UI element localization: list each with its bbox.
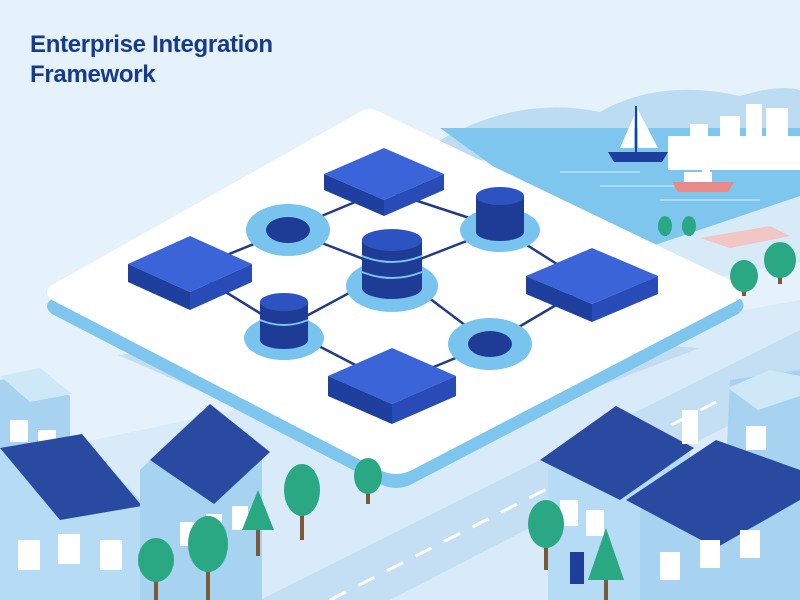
- title-line-1: Enterprise Integration: [30, 31, 273, 58]
- tree: [658, 216, 672, 236]
- tree: [588, 528, 624, 600]
- sailboat: [608, 106, 668, 162]
- tree: [764, 242, 796, 284]
- page-title: Enterprise Integration Framework: [30, 30, 273, 90]
- tree: [354, 458, 382, 504]
- tree: [284, 464, 320, 540]
- database-node-left: [244, 293, 324, 360]
- ring-node-1: [246, 204, 330, 256]
- database-node-center: [346, 229, 438, 312]
- tree: [138, 538, 174, 600]
- house-left: [0, 434, 142, 600]
- block-node-right: [526, 248, 658, 322]
- house-right-front: [626, 440, 800, 600]
- ring-node-2: [448, 318, 532, 370]
- harbor-buildings: [668, 104, 800, 170]
- block-node-top: [324, 148, 444, 216]
- database-node-top-right: [460, 187, 540, 252]
- tree: [242, 490, 274, 556]
- road: [260, 330, 800, 600]
- tree: [682, 216, 696, 236]
- shore-buildings: [700, 226, 790, 248]
- title-line-2: Framework: [30, 61, 156, 88]
- tree: [730, 260, 758, 296]
- tree: [188, 516, 228, 600]
- block-node-left: [128, 236, 252, 310]
- block-node-bottom: [328, 348, 456, 424]
- tree: [528, 500, 564, 570]
